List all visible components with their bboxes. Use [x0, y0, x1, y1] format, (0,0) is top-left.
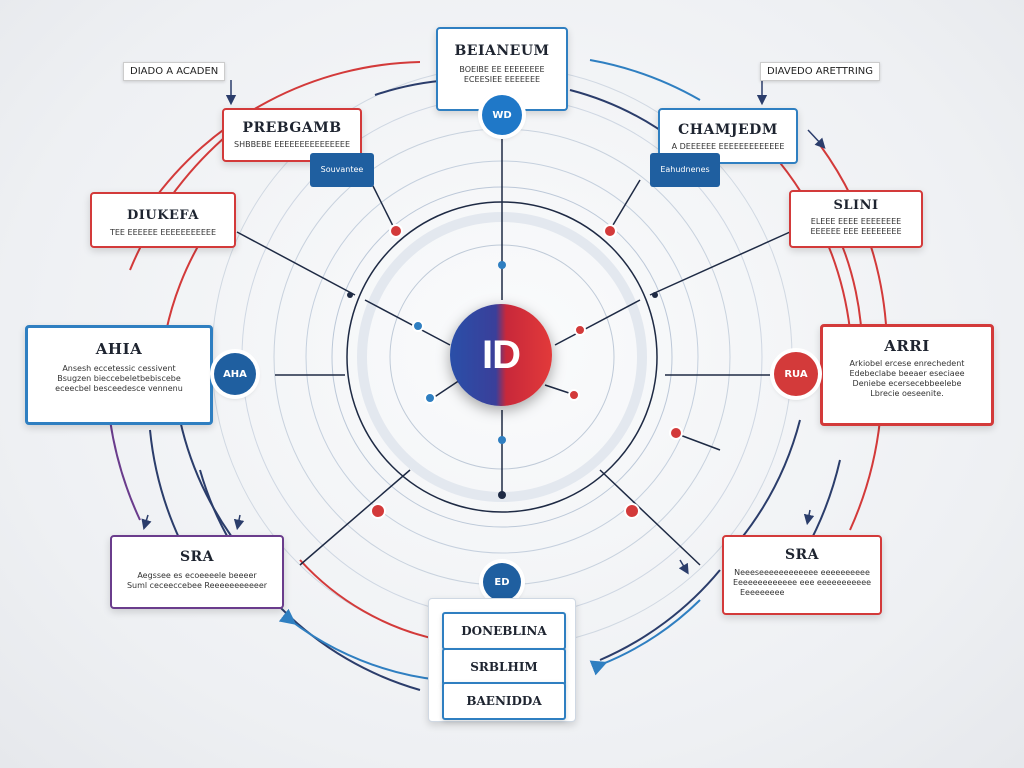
- node-bottom-item-1[interactable]: DONEBLINA: [442, 612, 566, 650]
- node-mid-right[interactable]: ARRI Arkiobel ercese enrechedent Edebecl…: [820, 324, 994, 426]
- node-dot: [498, 491, 506, 499]
- node-dot: [347, 292, 353, 298]
- node-mid-left-badge[interactable]: AHA: [214, 353, 256, 395]
- node-lower-right-title: SRA: [784, 547, 820, 563]
- node-upper-right-title: SLINI: [833, 198, 879, 213]
- node-dot: [574, 324, 586, 336]
- node-lower-right-line-2: Eeeeeeeeeeeee eee eeeeeeeeeee: [732, 578, 872, 587]
- node-mid-left-title: AHIA: [95, 340, 143, 358]
- node-mid-right-line-1: Arkiobel ercese enrechedent: [849, 359, 965, 368]
- node-top-line-1: BOEIBE EE EEEEEEEE: [459, 65, 545, 74]
- node-mid-left-line-1: Ansesh eccetessic cessivent: [62, 364, 176, 373]
- node-top-badge[interactable]: WD: [482, 95, 522, 135]
- corner-label-left: DIADO A ACADEN: [123, 62, 226, 81]
- node-dot: [669, 426, 683, 440]
- node-dot: [624, 503, 640, 519]
- corner-arrows: [141, 80, 826, 575]
- node-upper-right[interactable]: SLINI ELEEE EEEE EEEEEEEE EEEEEE EEE EEE…: [789, 190, 923, 248]
- node-upper-right-line-2: EEEEEE EEE EEEEEEEE: [810, 227, 902, 236]
- node-dots: [347, 224, 683, 519]
- node-lower-right[interactable]: SRA Neeeseeeeeeeeeeee eeeeeeeeee Eeeeeee…: [722, 535, 882, 615]
- node-lower-left-line-2: Suml ceceeccebee Reeeeeeeeeeer: [126, 581, 268, 590]
- node-lower-left[interactable]: SRA Aegssee es ecoeeeele beeeer Suml cec…: [110, 535, 284, 609]
- node-dot: [424, 392, 436, 404]
- node-mid-right-badge[interactable]: RUA: [774, 352, 818, 396]
- center-logo[interactable]: ID: [450, 304, 552, 406]
- node-dot: [370, 503, 386, 519]
- node-bottom-item-3[interactable]: BAENIDDA: [442, 682, 566, 720]
- node-lower-right-line-1: Neeeseeeeeeeeeeee eeeeeeeeee: [734, 568, 870, 577]
- node-mid-left[interactable]: AHIA Ansesh eccetessic cessivent Bsugzen…: [25, 325, 213, 425]
- node-top-left-line-1: SHBBEBE EEEEEEEEEEEEEEE: [233, 140, 351, 149]
- node-dot: [603, 224, 617, 238]
- node-dot: [412, 320, 424, 332]
- node-upper-left-line-1: TEE EEEEEE EEEEEEEEEEE: [109, 228, 216, 237]
- node-dot: [389, 224, 403, 238]
- node-dot: [498, 436, 506, 444]
- node-top-right[interactable]: CHAMJEDM A DEEEEEE EEEEEEEEEEEEE: [658, 108, 798, 164]
- node-top-right-line-1: A DEEEEEE EEEEEEEEEEEEE: [671, 142, 785, 151]
- node-mid-right-title: ARRI: [884, 337, 930, 355]
- node-top-right-tag[interactable]: Eahudnenes: [650, 153, 720, 187]
- corner-label-right: DIAVEDO ARETTRING: [760, 62, 881, 81]
- node-mid-right-line-3: Deniebe ecersecebbeelebe: [852, 379, 962, 388]
- node-lower-left-line-1: Aegssee es ecoeeeele beeeer: [137, 571, 257, 580]
- node-top-right-title: CHAMJEDM: [678, 122, 778, 138]
- node-upper-left[interactable]: DIUKEFA TEE EEEEEE EEEEEEEEEEE: [90, 192, 236, 248]
- node-mid-left-line-2: Bsugzen bieccebeletbebiscebe: [57, 374, 181, 383]
- center-logo-text: ID: [482, 332, 521, 377]
- node-bottom-item-2[interactable]: SRBLHIM: [442, 648, 566, 686]
- node-upper-left-title: DIUKEFA: [127, 208, 199, 223]
- node-bottom-badge[interactable]: ED: [483, 563, 521, 601]
- node-upper-right-line-1: ELEEE EEEE EEEEEEEE: [810, 217, 902, 226]
- node-mid-right-line-4: Lbrecie oeseenite.: [870, 389, 944, 398]
- node-mid-left-line-3: eceecbel besceedesce vennenu: [55, 384, 183, 393]
- node-lower-right-line-3: Eeeeeeeee: [740, 588, 785, 597]
- node-dot: [498, 261, 506, 269]
- node-top-line-2: ECEESIEE EEEEEEE: [463, 75, 541, 84]
- node-top-left-tag[interactable]: Souvantee: [310, 153, 374, 187]
- node-lower-left-title: SRA: [179, 549, 215, 565]
- node-mid-right-line-2: Edebeclabe beeaer eseciaee: [849, 369, 965, 378]
- node-top-title: BEIANEUM: [454, 43, 550, 59]
- node-dot: [568, 389, 580, 401]
- node-dot: [652, 292, 658, 298]
- node-top-left-title: PREBGAMB: [242, 120, 342, 136]
